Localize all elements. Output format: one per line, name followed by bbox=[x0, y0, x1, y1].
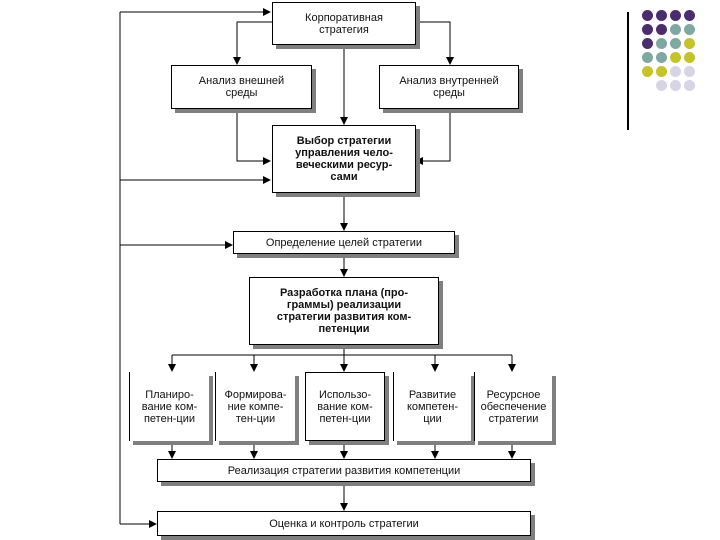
decor-dot bbox=[670, 52, 681, 63]
decor-dot bbox=[670, 24, 681, 35]
competence-using-box: Использо- вание ком- петен-ции bbox=[305, 372, 385, 441]
decor-dot bbox=[684, 52, 695, 63]
competence-forming-box: Формирова- ние компе- тен-ции bbox=[215, 372, 295, 441]
decor-dot bbox=[670, 80, 681, 91]
decor-dot bbox=[642, 24, 653, 35]
competence-planning-box: Планиро- вание ком- петен-ции bbox=[129, 372, 209, 441]
decor-dot bbox=[656, 10, 667, 21]
decor-dot bbox=[642, 38, 653, 49]
implementation-plan-box: Разработка плана (про- граммы) реализаци… bbox=[249, 277, 439, 345]
hr-strategy-choice-box: Выбор стратегии управления чело- вечески… bbox=[272, 125, 416, 193]
decor-dot bbox=[670, 10, 681, 21]
decor-dot bbox=[684, 10, 695, 21]
decor-dot bbox=[684, 38, 695, 49]
decor-dot bbox=[684, 24, 695, 35]
internal-analysis-box: Анализ внутренней среды bbox=[379, 65, 519, 109]
decor-dot bbox=[656, 80, 667, 91]
decor-dot bbox=[684, 66, 695, 77]
corporate-strategy-box: Корпоративная стратегия bbox=[272, 2, 416, 45]
strategy-implementation-box: Реализация стратегии развития компетенци… bbox=[157, 459, 531, 482]
external-analysis-box: Анализ внешней среды bbox=[171, 65, 312, 109]
decor-dot bbox=[642, 52, 653, 63]
decor-dot bbox=[656, 24, 667, 35]
decor-dot bbox=[656, 52, 667, 63]
competence-development-box: Развитие компетен- ции bbox=[393, 372, 471, 441]
decor-dot bbox=[670, 38, 681, 49]
decor-dot bbox=[642, 10, 653, 21]
decor-vertical-line bbox=[627, 12, 629, 130]
decor-dot bbox=[670, 66, 681, 77]
strategy-goals-box: Определение целей стратегии bbox=[233, 231, 455, 254]
decor-dot bbox=[642, 66, 653, 77]
resource-support-box: Ресурсное обеспечение стратегии bbox=[474, 372, 552, 441]
decor-dot bbox=[684, 80, 695, 91]
decor-dot bbox=[656, 38, 667, 49]
strategy-evaluation-box: Оценка и контроль стратегии bbox=[157, 511, 531, 536]
decor-dot bbox=[656, 66, 667, 77]
